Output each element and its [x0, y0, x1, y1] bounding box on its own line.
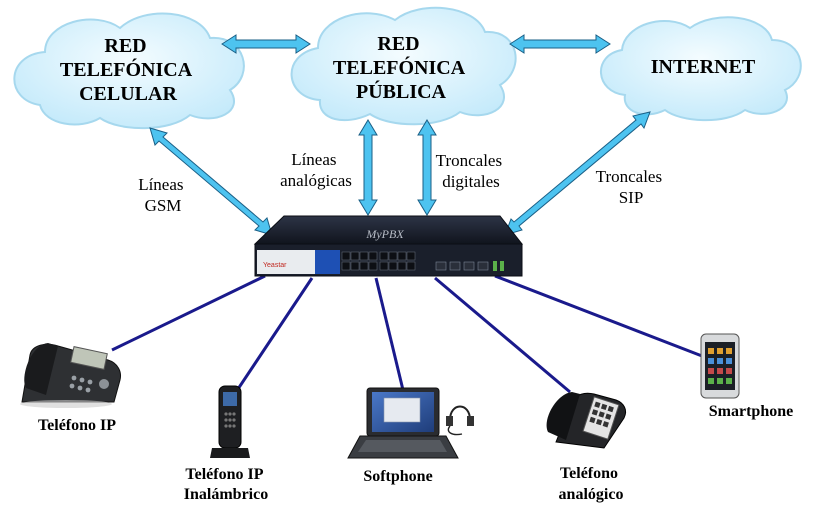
- cable-smartphone: [494, 274, 703, 358]
- wireless-phone-icon: [210, 385, 250, 458]
- svg-text:Troncales SIP: Troncales SIP: [596, 167, 667, 207]
- cloud-cellular-network: RED TELEFÓNICA CELULAR: [13, 12, 245, 130]
- cloud-cellular-line-3: CELULAR: [79, 83, 177, 105]
- cloud-cellular-line-2: TELEFÓNICA: [60, 57, 193, 81]
- label-analog-phone-line-1: Teléfono: [560, 465, 618, 482]
- arrow-cellular-public: [221, 34, 311, 54]
- pbx-label: MyPBX: [365, 227, 404, 241]
- cloud-internet: INTERNET: [600, 16, 802, 122]
- label-sip-trunks-line-1: Troncales: [596, 167, 662, 186]
- svg-text:Troncales digitales: Troncales digitales: [436, 151, 507, 191]
- label-ip-phone: Teléfono IP: [38, 417, 116, 434]
- cable-wireless-phone: [234, 277, 314, 393]
- cloud-public-network: RED TELEFÓNICA PÚBLICA: [290, 6, 517, 126]
- svg-text:RED TELEFÓNICA PÚB: RED TELEFÓNICA PÚBLICA: [333, 33, 469, 103]
- cloud-public-line-3: PÚBLICA: [356, 79, 447, 103]
- svg-text:RED TELEFÓNICA CEL: RED TELEFÓNICA CELULAR: [60, 35, 196, 105]
- analog-phone-icon: [546, 392, 627, 449]
- arrow-digital-trunks: [417, 119, 437, 216]
- arrow-public-internet: [509, 34, 611, 54]
- cloud-public-line-2: TELEFÓNICA: [333, 55, 466, 79]
- label-softphone: Softphone: [363, 468, 432, 485]
- svg-text:Líneas analógicas: Líneas analógicas: [280, 150, 352, 190]
- label-analog-lines-line-1: Líneas: [291, 150, 336, 169]
- ip-phone-icon: [20, 343, 121, 408]
- cable-softphone: [374, 277, 405, 391]
- label-gsm-line-2: GSM: [145, 196, 182, 215]
- pbx-brand: Yeastar: [263, 262, 287, 269]
- label-digital-trunks-line-1: Troncales: [436, 151, 502, 170]
- label-analog-phone-line-2: analógico: [559, 486, 624, 503]
- smartphone-icon: [700, 333, 740, 399]
- svg-text:Líneas GSM: Líneas GSM: [138, 175, 188, 215]
- label-sip-trunks-line-2: SIP: [619, 188, 644, 207]
- svg-text:Teléfono IP Inalámbrico: Teléfono IP Inalámbrico: [184, 466, 268, 503]
- label-gsm-line-1: Líneas: [138, 175, 183, 194]
- headset-icon: [446, 405, 474, 436]
- label-smartphone: Smartphone: [709, 403, 793, 420]
- svg-text:Teléfono analógico: Teléfono analógico: [559, 465, 624, 503]
- cloud-public-line-1: RED: [377, 33, 419, 55]
- pbx-device: Yeastar MyPBX: [253, 215, 524, 277]
- cloud-internet-label: INTERNET: [651, 56, 756, 78]
- label-digital-trunks-line-2: digitales: [442, 172, 500, 191]
- arrow-analog-lines: [358, 119, 378, 216]
- laptop-icon: [347, 387, 459, 459]
- label-wireless-phone-line-1: Teléfono IP: [185, 466, 263, 483]
- cloud-cellular-line-1: RED: [104, 35, 146, 57]
- label-wireless-phone-line-2: Inalámbrico: [184, 486, 268, 503]
- cable-analog-phone: [434, 276, 571, 394]
- label-analog-lines-line-2: analógicas: [280, 171, 352, 190]
- cable-ip-phone: [111, 274, 266, 352]
